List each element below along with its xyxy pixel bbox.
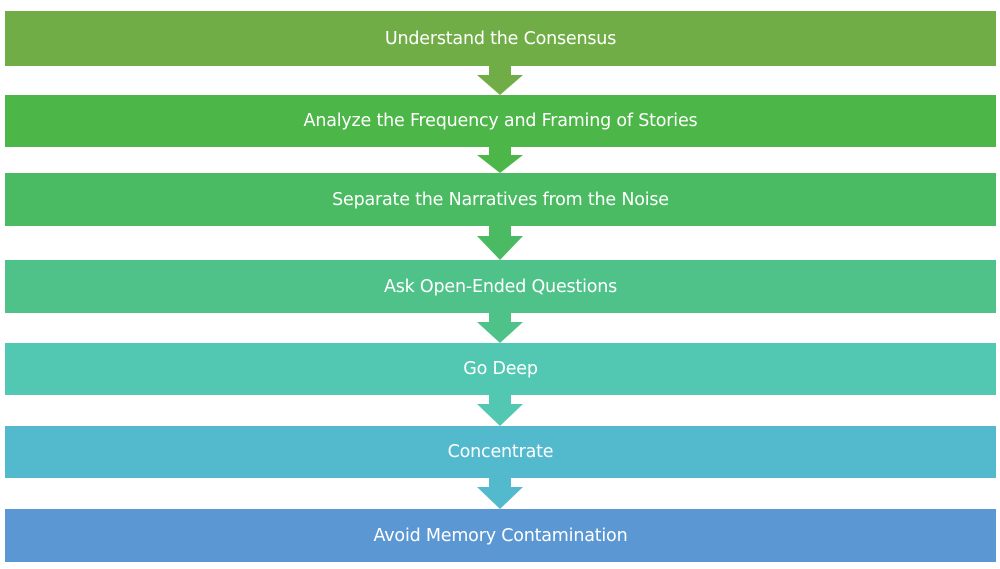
- arrow-shape: [477, 478, 523, 509]
- step-label: Ask Open-Ended Questions: [383, 276, 618, 297]
- down-arrow-icon: [477, 66, 523, 95]
- down-arrow-icon: [477, 478, 523, 509]
- arrow-shape: [477, 313, 523, 343]
- step-label: Concentrate: [447, 442, 554, 462]
- down-arrow-icon: [477, 147, 523, 173]
- arrow-shape: [477, 147, 523, 173]
- step-3: Separate the Narratives from the Noise: [5, 173, 996, 226]
- step-label: Analyze the Frequency and Framing of Sto…: [303, 111, 698, 131]
- arrow-shape: [477, 66, 523, 95]
- step-label: Separate the Narratives from the Noise: [332, 189, 669, 210]
- arrow-shape: [477, 395, 523, 426]
- down-arrow-icon: [477, 226, 523, 260]
- step-6: Concentrate: [5, 426, 996, 478]
- step-7: Avoid Memory Contamination: [5, 509, 996, 562]
- down-arrow-icon: [477, 395, 523, 426]
- step-label: Go Deep: [463, 359, 538, 379]
- step-4: Ask Open-Ended Questions: [5, 260, 996, 313]
- step-label: Understand the Consensus: [384, 28, 617, 49]
- down-arrow-icon: [477, 313, 523, 343]
- step-1: Understand the Consensus: [5, 11, 996, 66]
- arrow-shape: [477, 226, 523, 260]
- step-2: Analyze the Frequency and Framing of Sto…: [5, 95, 996, 147]
- step-label: Avoid Memory Contamination: [373, 525, 628, 546]
- step-5: Go Deep: [5, 343, 996, 395]
